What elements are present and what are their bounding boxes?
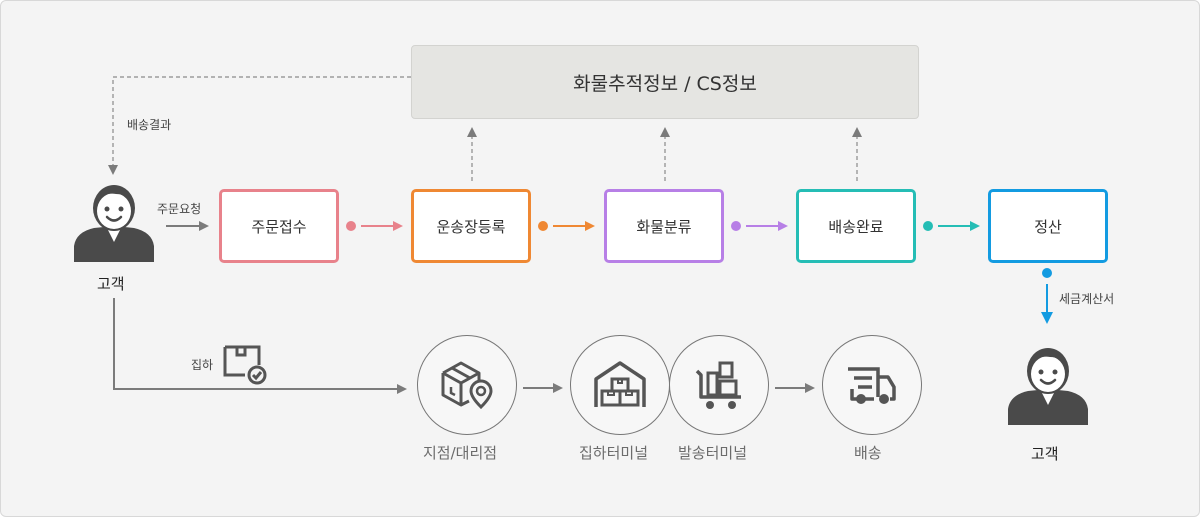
order-request-label: 주문요청 <box>157 202 202 216</box>
pickup-connector <box>113 298 407 394</box>
customer-left-label: 고객 <box>97 275 125 293</box>
logistics-label: 집하터미널 <box>579 444 649 462</box>
step-label: 정산 <box>1034 217 1062 236</box>
logistics-dispatch-terminal <box>669 335 769 435</box>
pickup-label: 집하 <box>191 358 214 372</box>
customer-left-person-icon <box>74 185 154 262</box>
tracking-info-label: 화물추적정보 / CS정보 <box>573 72 757 95</box>
step-delivery-complete: 배송완료 <box>796 189 916 263</box>
delivery-result-label: 배송결과 <box>127 118 172 132</box>
step-label: 주문접수 <box>251 217 307 236</box>
logistics-label: 배송 <box>854 444 882 462</box>
cart-icon <box>695 361 741 409</box>
step-label: 화물분류 <box>636 217 692 236</box>
logistics-label: 발송터미널 <box>678 444 748 462</box>
customer-right-person-icon <box>1008 348 1088 425</box>
tracking-info-box: 화물추적정보 / CS정보 <box>411 45 919 119</box>
tax-invoice-label: 세금계산서 <box>1059 292 1115 306</box>
delivery-result-connector <box>108 76 411 175</box>
pickup-box-check-icon <box>223 345 267 385</box>
step-cargo-sorting: 화물분류 <box>604 189 724 263</box>
step-order-received: 주문접수 <box>219 189 339 263</box>
step-waybill-registration: 운송장등록 <box>411 189 531 263</box>
logistics-label: 지점/대리점 <box>423 444 498 462</box>
warehouse-icon <box>594 361 646 407</box>
logistics-pickup-terminal <box>570 335 670 435</box>
box-location-icon <box>441 361 493 410</box>
logistics-delivery <box>822 335 922 435</box>
customer-right-label: 고객 <box>1031 445 1059 463</box>
step-settlement: 정산 <box>988 189 1108 263</box>
step-label: 운송장등록 <box>436 217 506 236</box>
step-label: 배송완료 <box>828 217 884 236</box>
truck-icon <box>848 367 896 404</box>
logistics-branch <box>417 335 517 435</box>
